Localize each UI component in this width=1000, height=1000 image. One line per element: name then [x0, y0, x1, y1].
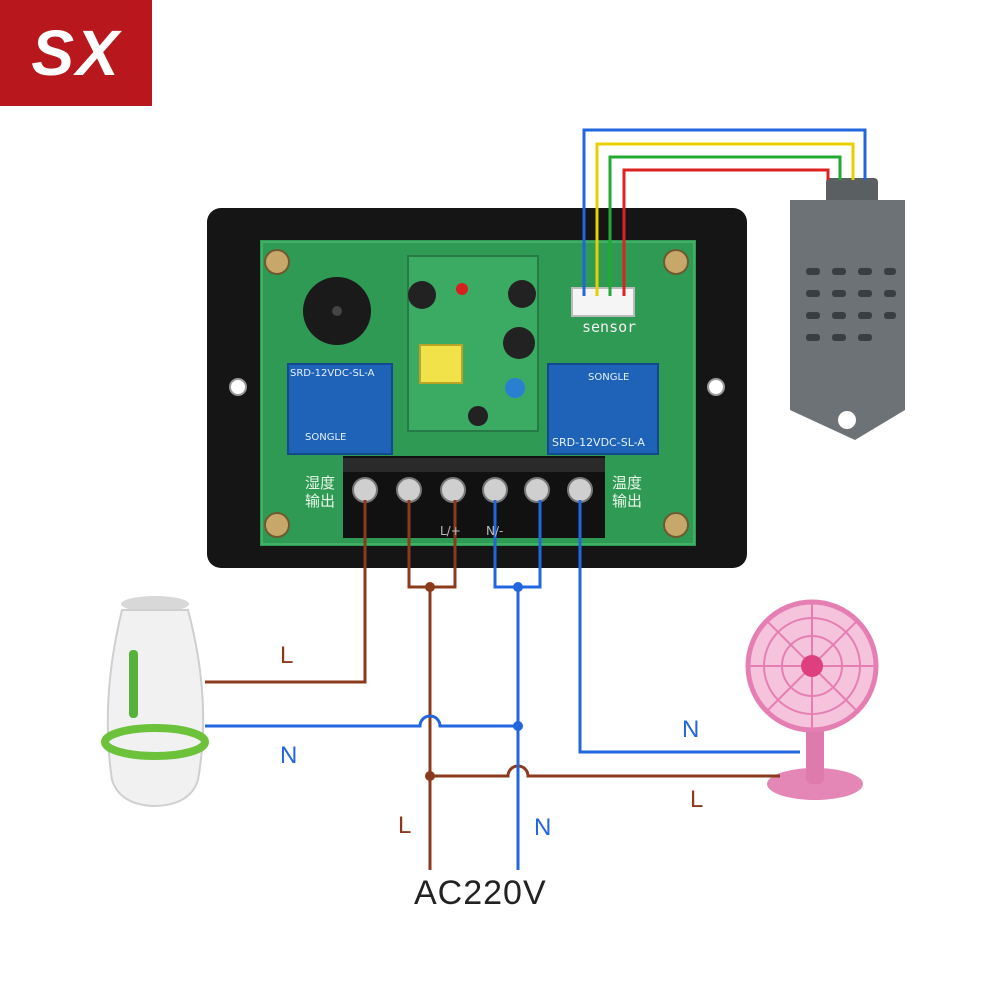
sensor-probe-icon	[790, 178, 905, 440]
humidifier-live-label: L	[280, 642, 294, 669]
terminal-screw-icon	[352, 477, 593, 503]
fan-icon	[745, 599, 879, 800]
supply-live-label: L	[398, 812, 412, 839]
junction-dots	[425, 582, 523, 781]
screw-icon	[264, 249, 689, 538]
humidifier-icon	[101, 596, 209, 808]
sensor-wires	[582, 128, 867, 296]
brand-logo: SX	[0, 0, 152, 106]
logo-text: SX	[31, 17, 121, 89]
terminal-block	[343, 456, 605, 538]
relay-left-brand: SONGLE	[305, 432, 347, 443]
supply-voltage-label: AC220V	[414, 874, 547, 912]
sensor-label: sensor	[582, 318, 637, 336]
relay-right-model: SRD-12VDC-SL-A	[552, 436, 645, 449]
supply-neutral-label: N	[534, 814, 552, 841]
transformer-icon	[419, 344, 463, 384]
live-wires	[205, 500, 780, 870]
fan-live-label: L	[690, 786, 704, 813]
humidity-output-label: 湿度 输出	[305, 474, 336, 510]
relay-right	[547, 363, 659, 455]
relay-left-model: SRD-12VDC-SL-A	[290, 368, 375, 379]
humidifier-neutral-label: N	[280, 742, 298, 769]
temperature-output-label: 温度 输出	[612, 474, 643, 510]
terminal-live-label: L/+	[440, 524, 461, 538]
relay-right-brand: SONGLE	[588, 372, 630, 383]
relay-left	[287, 363, 393, 455]
terminal-neutral-label: N/-	[486, 524, 504, 538]
fan-neutral-label: N	[682, 716, 700, 743]
